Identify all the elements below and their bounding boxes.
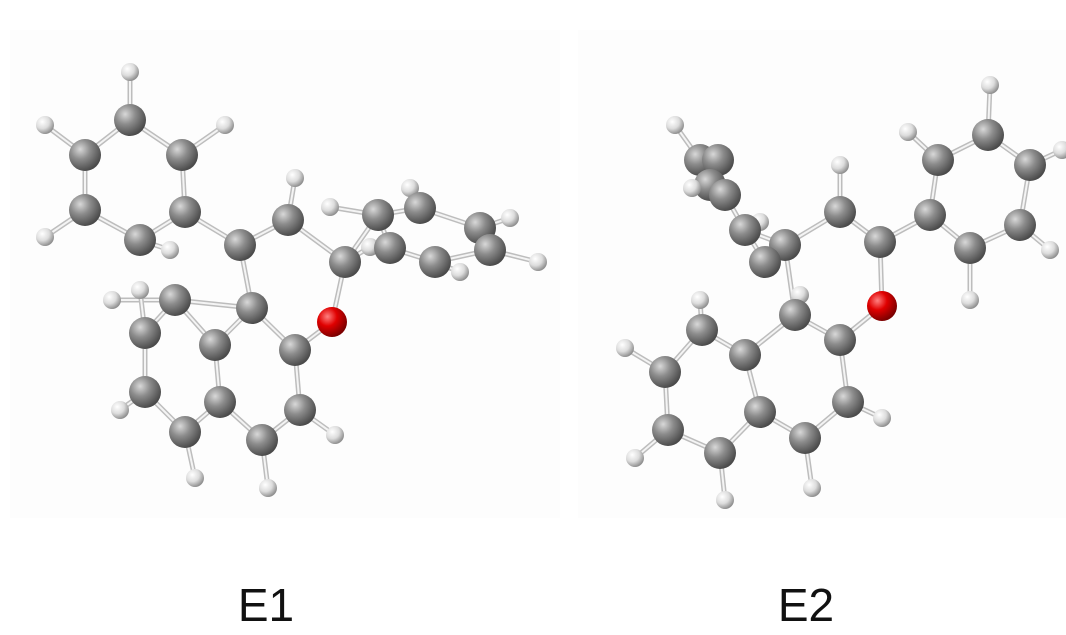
carbon-atom: [864, 226, 896, 258]
carbon-atom: [709, 179, 741, 211]
carbon-atom: [1014, 149, 1046, 181]
carbon-atom: [749, 246, 781, 278]
hydrogen-atom: [616, 339, 634, 357]
hydrogen-atom: [36, 116, 54, 134]
hydrogen-atom: [259, 479, 277, 497]
oxygen-atom: [867, 291, 897, 321]
hydrogen-atom: [36, 228, 54, 246]
carbon-atom: [789, 422, 821, 454]
hydrogen-atom: [501, 209, 519, 227]
hydrogen-atom: [981, 76, 999, 94]
hydrogen-atom: [121, 63, 139, 81]
carbon-atom: [69, 139, 101, 171]
carbon-atom: [652, 414, 684, 446]
hydrogen-atom: [666, 116, 684, 134]
carbon-atom: [129, 376, 161, 408]
carbon-atom: [374, 232, 406, 264]
carbon-atom: [922, 144, 954, 176]
carbon-atom: [199, 329, 231, 361]
label-e2: E2: [777, 579, 835, 631]
carbon-atom: [404, 192, 436, 224]
carbon-atom: [824, 324, 856, 356]
hydrogen-atom: [803, 479, 821, 497]
carbon-atom: [279, 334, 311, 366]
molecule-e2: [616, 76, 1066, 509]
carbon-atom: [729, 339, 761, 371]
hydrogen-atom: [873, 409, 891, 427]
carbon-atom: [329, 246, 361, 278]
hydrogen-atom: [111, 401, 129, 419]
carbon-atom: [914, 199, 946, 231]
carbon-atom: [114, 104, 146, 136]
hydrogen-atom: [626, 449, 644, 467]
carbon-atom: [972, 119, 1004, 151]
carbon-atom: [272, 204, 304, 236]
carbon-atom: [224, 229, 256, 261]
carbon-atom: [124, 224, 156, 256]
molecule-e1: [36, 63, 547, 497]
carbon-atom: [954, 232, 986, 264]
carbon-atom: [419, 246, 451, 278]
carbon-atom: [129, 317, 161, 349]
hydrogen-atom: [961, 291, 979, 309]
carbon-atom: [649, 356, 681, 388]
carbon-atom: [474, 234, 506, 266]
panel-e1-frame: [10, 30, 560, 518]
hydrogen-atom: [451, 263, 469, 281]
carbon-atom: [729, 214, 761, 246]
hydrogen-atom: [1053, 141, 1066, 159]
carbon-atom: [284, 394, 316, 426]
carbon-atom: [362, 199, 394, 231]
hydrogen-atom: [899, 123, 917, 141]
carbon-atom: [779, 299, 811, 331]
carbon-atom: [246, 424, 278, 456]
label-e1: E1: [237, 579, 295, 631]
hydrogen-atom: [831, 156, 849, 174]
carbon-atom: [169, 416, 201, 448]
carbon-atom: [169, 196, 201, 228]
hydrogen-atom: [131, 281, 149, 299]
carbon-atom: [686, 314, 718, 346]
carbon-atom: [69, 194, 101, 226]
oxygen-atom: [317, 307, 347, 337]
carbon-atom: [702, 144, 734, 176]
hydrogen-atom: [683, 179, 701, 197]
carbon-atom: [166, 139, 198, 171]
hydrogen-atom: [716, 491, 734, 509]
carbon-atom: [159, 284, 191, 316]
hydrogen-atom: [326, 426, 344, 444]
hydrogen-atom: [103, 291, 121, 309]
hydrogen-atom: [216, 116, 234, 134]
carbon-atom: [204, 386, 236, 418]
carbon-atom: [744, 396, 776, 428]
carbon-atom: [1004, 209, 1036, 241]
hydrogen-atom: [161, 241, 179, 259]
hydrogen-atom: [186, 469, 204, 487]
hydrogen-atom: [321, 198, 339, 216]
hydrogen-atom: [286, 169, 304, 187]
carbon-atom: [824, 196, 856, 228]
hydrogen-atom: [401, 179, 419, 197]
hydrogen-atom: [691, 291, 709, 309]
carbon-atom: [236, 292, 268, 324]
carbon-atom: [832, 386, 864, 418]
hydrogen-atom: [529, 253, 547, 271]
carbon-atom: [704, 437, 736, 469]
hydrogen-atom: [1041, 241, 1059, 259]
